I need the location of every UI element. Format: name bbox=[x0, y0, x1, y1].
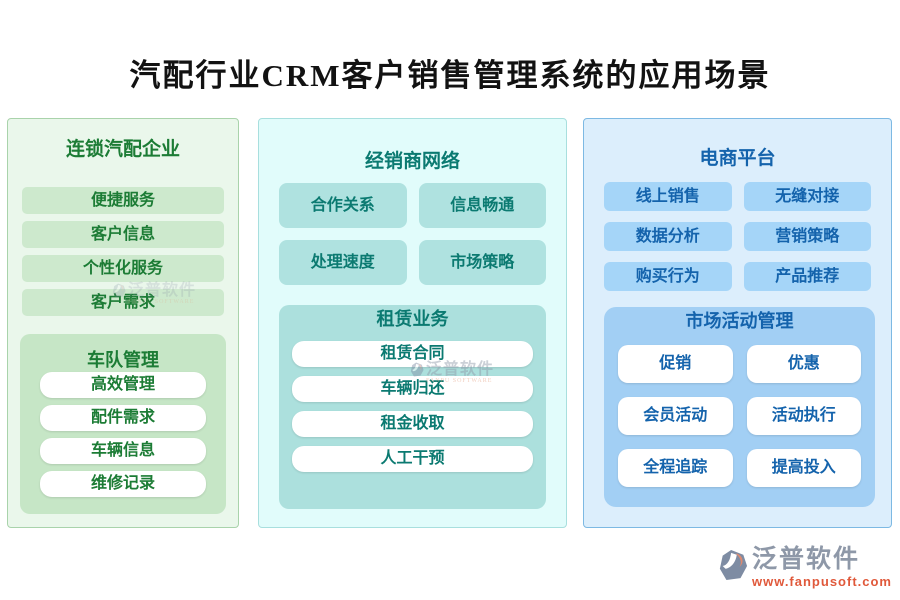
market-activity-header: 市场活动管理 bbox=[685, 311, 794, 331]
chain-item: 客户信息 bbox=[22, 221, 224, 248]
panel-ecommerce-header: 电商平台 bbox=[699, 148, 776, 169]
leasing-item: 车辆归还 bbox=[292, 376, 533, 402]
leasing-business-header: 租赁业务 bbox=[376, 309, 449, 329]
ecommerce-item: 无缝对接 bbox=[743, 182, 871, 211]
fleet-item: 高效管理 bbox=[40, 372, 206, 398]
market-activity-card: 市场活动管理 促销 优惠 会员活动 活动执行 全程追踪 提高投入 bbox=[604, 307, 875, 507]
market-activity-item: 全程追踪 bbox=[618, 449, 733, 487]
ecommerce-item: 购买行为 bbox=[604, 262, 732, 291]
chain-item: 客户需求 bbox=[22, 289, 224, 316]
ecommerce-item: 线上销售 bbox=[604, 182, 732, 211]
dealer-item: 市场策略 bbox=[418, 240, 546, 285]
ecommerce-item: 营销策略 bbox=[743, 222, 871, 251]
fleet-item: 车辆信息 bbox=[40, 438, 206, 464]
leasing-item: 租金收取 bbox=[292, 411, 533, 437]
dealer-item: 合作关系 bbox=[279, 183, 407, 228]
market-activity-grid: 促销 优惠 会员活动 活动执行 全程追踪 提高投入 bbox=[618, 345, 861, 487]
market-activity-item: 优惠 bbox=[746, 345, 861, 383]
chain-item: 便捷服务 bbox=[22, 187, 224, 214]
market-activity-item: 会员活动 bbox=[618, 397, 733, 435]
market-activity-item: 促销 bbox=[618, 345, 733, 383]
leasing-item: 人工干预 bbox=[292, 446, 533, 472]
fleet-management-header: 车队管理 bbox=[87, 350, 159, 370]
fanpu-logo-url: www.fanpusoft.com bbox=[751, 573, 892, 589]
ecommerce-item: 数据分析 bbox=[604, 222, 732, 251]
ecommerce-item: 产品推荐 bbox=[743, 262, 871, 291]
panel-chain-header: 连锁汽配企业 bbox=[65, 139, 180, 160]
panel-dealer-header: 经销商网络 bbox=[364, 151, 460, 172]
leasing-business-card: 租赁业务 租赁合同 车辆归还 租金收取 人工干预 bbox=[279, 305, 546, 509]
ecommerce-item-grid: 线上销售 无缝对接 数据分析 营销策略 购买行为 产品推荐 bbox=[604, 182, 871, 291]
page-title: 汽配行业CRM客户销售管理系统的应用场景 bbox=[129, 58, 771, 93]
market-activity-item: 提高投入 bbox=[746, 449, 861, 487]
panel-chain-enterprise: 连锁汽配企业 便捷服务 客户信息 个性化服务 客户需求 车队管理 高效管理 配件… bbox=[7, 118, 239, 528]
leasing-item: 租赁合同 bbox=[292, 341, 533, 367]
panel-dealer-network: 经销商网络 合作关系 信息畅通 处理速度 市场策略 租赁业务 租赁合同 车辆归还… bbox=[258, 118, 567, 528]
chain-item: 个性化服务 bbox=[22, 255, 224, 282]
fanpu-logo-name: 泛普软件 bbox=[751, 546, 860, 573]
fleet-management-card: 车队管理 高效管理 配件需求 车辆信息 维修记录 bbox=[20, 334, 226, 514]
dealer-item-grid: 合作关系 信息畅通 处理速度 市场策略 bbox=[279, 183, 546, 285]
dealer-item: 信息畅通 bbox=[418, 183, 546, 228]
market-activity-item: 活动执行 bbox=[746, 397, 861, 435]
fleet-item: 维修记录 bbox=[40, 471, 206, 497]
panel-ecommerce-platform: 电商平台 线上销售 无缝对接 数据分析 营销策略 购买行为 产品推荐 市场活动管… bbox=[583, 118, 892, 528]
fanpu-logo-icon bbox=[718, 549, 748, 586]
fleet-item: 配件需求 bbox=[40, 405, 206, 431]
chain-item-list: 便捷服务 客户信息 个性化服务 客户需求 bbox=[22, 187, 224, 316]
fanpu-logo: 泛普软件 www.fanpusoft.com bbox=[718, 546, 892, 589]
dealer-item: 处理速度 bbox=[279, 240, 407, 285]
